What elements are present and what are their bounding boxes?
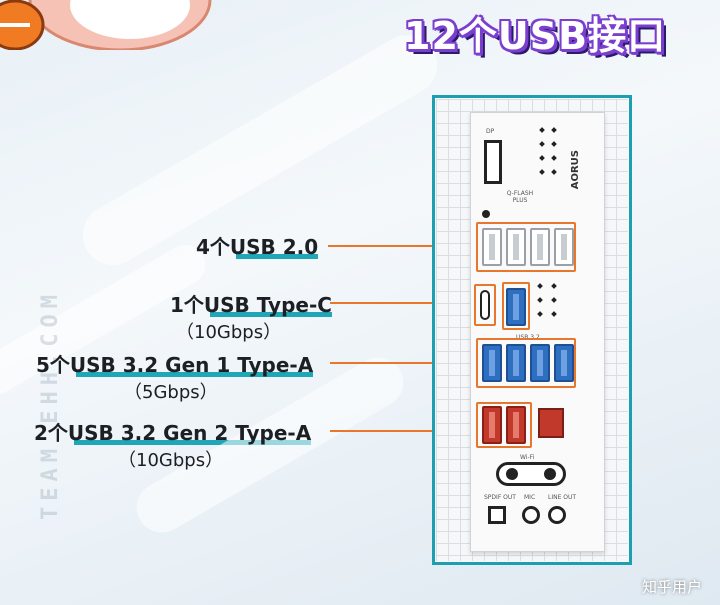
usb20-port[interactable] (530, 228, 550, 266)
lan-port[interactable] (538, 408, 564, 438)
label-typec-text: 1个USB Type-C (170, 293, 332, 317)
usb32-gen2-port[interactable] (482, 406, 502, 444)
connector-line (330, 302, 475, 304)
label-usb32g2-speed: （10Gbps） (118, 450, 224, 471)
usb20-port[interactable] (554, 228, 574, 266)
spdif-port[interactable] (488, 506, 506, 524)
credit-watermark: 知乎用户 (641, 578, 702, 596)
typec-box (474, 284, 496, 326)
label-usb20-text: 4个USB 2.0 (196, 235, 319, 259)
usb32-gen2-port[interactable] (506, 406, 526, 444)
label-usb32g1-speed: （5Gbps） (124, 382, 218, 403)
dp-port (484, 140, 502, 184)
mic-label: MIC (524, 494, 536, 501)
label-typec: 1个USB Type-C (170, 289, 332, 318)
page-title: 12个USB接口 (404, 14, 667, 58)
line-out-label: LINE OUT (548, 494, 577, 501)
connector-line (328, 245, 476, 247)
typec-port[interactable] (480, 290, 490, 320)
connector-line (330, 362, 476, 364)
label-usb32g1-text: 5个USB 3.2 Gen 1 Type-A (36, 353, 314, 377)
usb32-gen1-port[interactable] (482, 344, 502, 382)
wifi-terminal (506, 468, 518, 480)
line-out-jack[interactable] (548, 506, 566, 524)
spdif-label: SPDIF OUT (484, 494, 516, 501)
qflash-label: Q-FLASH PLUS (506, 190, 534, 204)
usb32-label: USB 3.2 (516, 334, 540, 341)
usb32-gen1-port[interactable] (506, 288, 526, 326)
mascot-illustration (0, 0, 212, 50)
wifi-terminal (544, 468, 556, 480)
label-usb32g1: 5个USB 3.2 Gen 1 Type-A (36, 349, 314, 378)
dp-label: DP (486, 128, 495, 135)
wifi-label: Wi-Fi (520, 454, 535, 461)
brand-label: AORUS (570, 150, 581, 190)
connector-line (330, 430, 476, 432)
qflash-button[interactable] (482, 210, 490, 218)
usb32-gen1-port[interactable] (530, 344, 550, 382)
usb32-single-box (502, 282, 530, 330)
usb32-gen1-group-box (476, 338, 576, 388)
usb32-gen1-port[interactable] (506, 344, 526, 382)
label-usb32g2-text: 2个USB 3.2 Gen 2 Type-A (34, 421, 312, 445)
usb20-group-box (476, 222, 576, 272)
usb32-gen2-group-box (476, 402, 532, 448)
label-usb32g2: 2个USB 3.2 Gen 2 Type-A (34, 417, 312, 446)
usb20-port[interactable] (506, 228, 526, 266)
usb32-gen1-port[interactable] (554, 344, 574, 382)
label-typec-speed: （10Gbps） (176, 322, 282, 343)
usb20-port[interactable] (482, 228, 502, 266)
label-usb20: 4个USB 2.0 (196, 231, 319, 260)
mic-jack[interactable] (522, 506, 540, 524)
